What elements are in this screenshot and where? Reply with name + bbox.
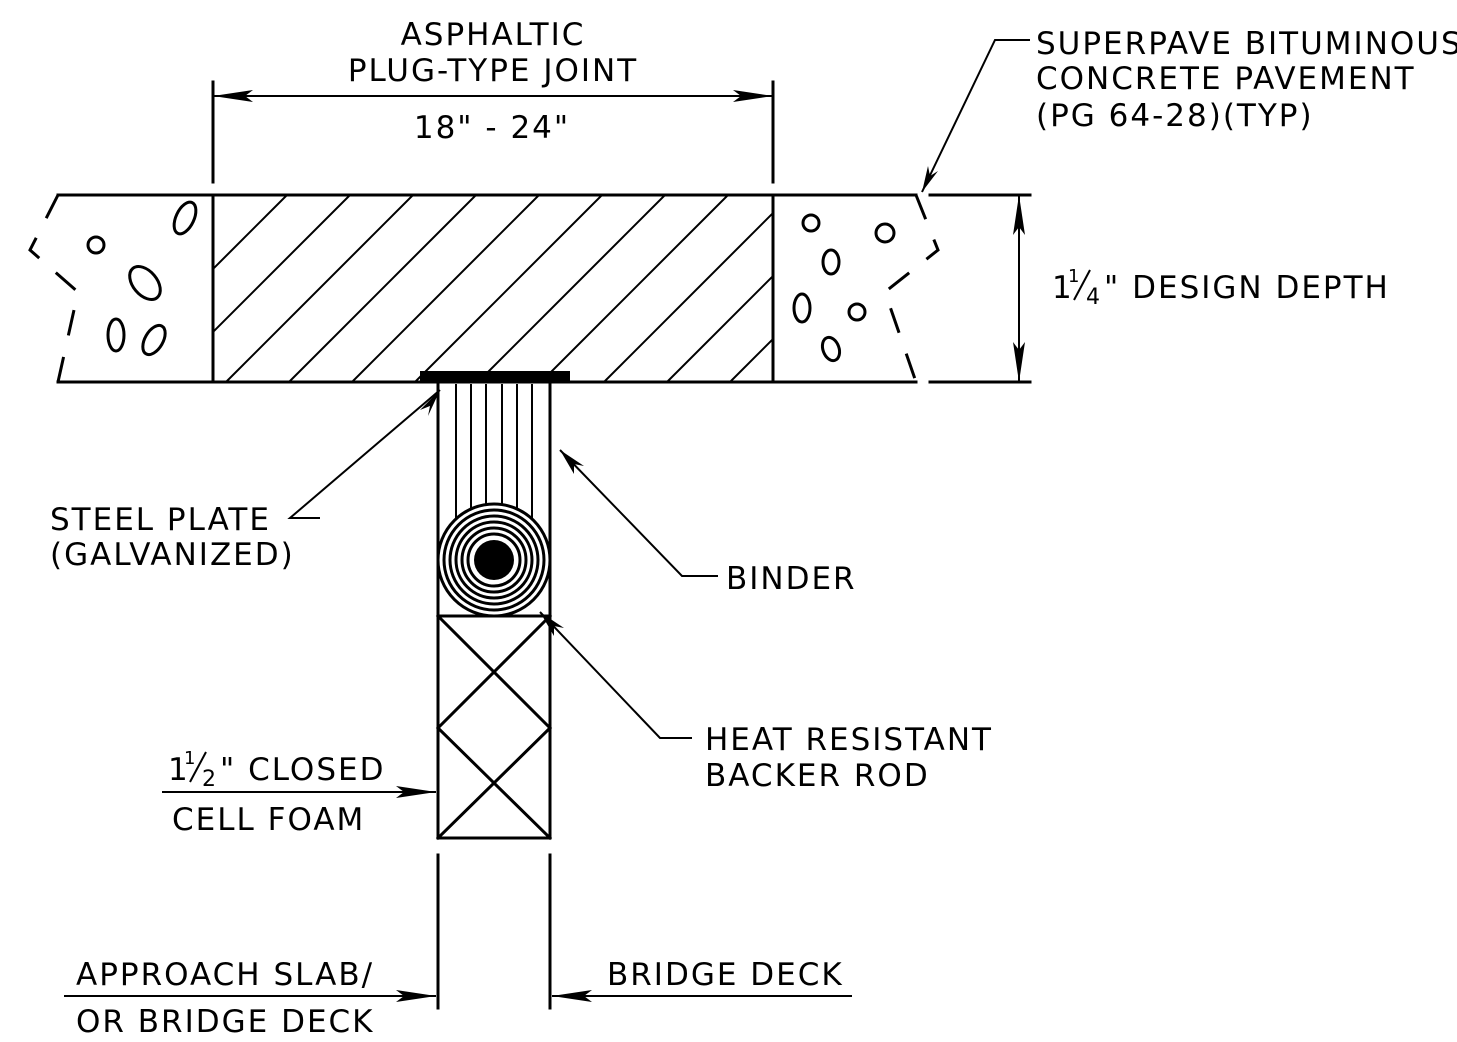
design-depth-label: 1 1 4 " DESIGN DEPTH: [1052, 266, 1390, 310]
foam-label: 1 1 2 " CLOSED: [168, 748, 385, 792]
joint-width-dimension: [211, 80, 775, 184]
backer-rod-label-line-2: BACKER ROD: [705, 758, 930, 794]
hatch-line: [288, 195, 477, 382]
foam-den: 2: [202, 767, 218, 792]
foam-whole: 1: [168, 752, 190, 788]
backer-rod-label-line-1: HEAT RESISTANT: [705, 722, 993, 758]
depth-num: 1: [1068, 266, 1081, 287]
binder-lines: [455, 384, 533, 530]
approach-slab-label-line-2: OR BRIDGE DECK: [76, 1004, 375, 1040]
foam-label-line-2: CELL FOAM: [172, 802, 365, 838]
plug-joint-hatch: [211, 193, 1106, 384]
depth-den: 4: [1086, 285, 1102, 310]
pavement-label-line-3: (PG 64-28)(TYP): [1036, 98, 1314, 134]
hatch-line: [213, 195, 351, 334]
binder-label: BINDER: [726, 561, 857, 597]
hatch-line: [666, 274, 773, 382]
foam-text: " CLOSED: [220, 752, 385, 788]
left-aggregate: [86, 200, 198, 357]
design-depth-dimension: [928, 193, 1032, 384]
steel-plate: [420, 371, 570, 382]
joint-title-line-2: PLUG-TYPE JOINT: [348, 53, 638, 89]
hatch-line: [729, 337, 773, 382]
hatch-line: [414, 195, 603, 382]
closed-cell-foam: [435, 613, 553, 841]
hatch-line: [919, 195, 1106, 382]
bridge-deck-label: BRIDGE DECK: [607, 957, 844, 993]
approach-slab-label-line-1: APPROACH SLAB/: [76, 957, 374, 993]
hatch-line: [603, 211, 773, 382]
backer-rod: [436, 502, 552, 618]
steel-plate-label-line-2: (GALVANIZED): [50, 537, 295, 573]
hatch-line: [225, 195, 414, 382]
joint-width-label: 18" - 24": [414, 110, 570, 146]
pavement-label-line-2: CONCRETE PAVEMENT: [1036, 61, 1416, 97]
right-aggregate: [792, 213, 896, 363]
hatch-line: [540, 195, 729, 382]
leaders: [64, 39, 1030, 1002]
joint-title-line-1: ASPHALTIC: [401, 17, 586, 53]
hatch-line: [213, 195, 288, 271]
pavement-label-line-1: SUPERPAVE BITUMINOUS: [1036, 26, 1457, 62]
hatch-line: [477, 195, 666, 382]
depth-text: " DESIGN DEPTH: [1104, 270, 1390, 306]
hatch-line: [351, 195, 540, 382]
depth-whole: 1: [1052, 270, 1074, 306]
joint-gap: [436, 380, 552, 1010]
steel-plate-label-line-1: STEEL PLATE: [50, 502, 271, 538]
foam-num: 1: [184, 748, 197, 769]
